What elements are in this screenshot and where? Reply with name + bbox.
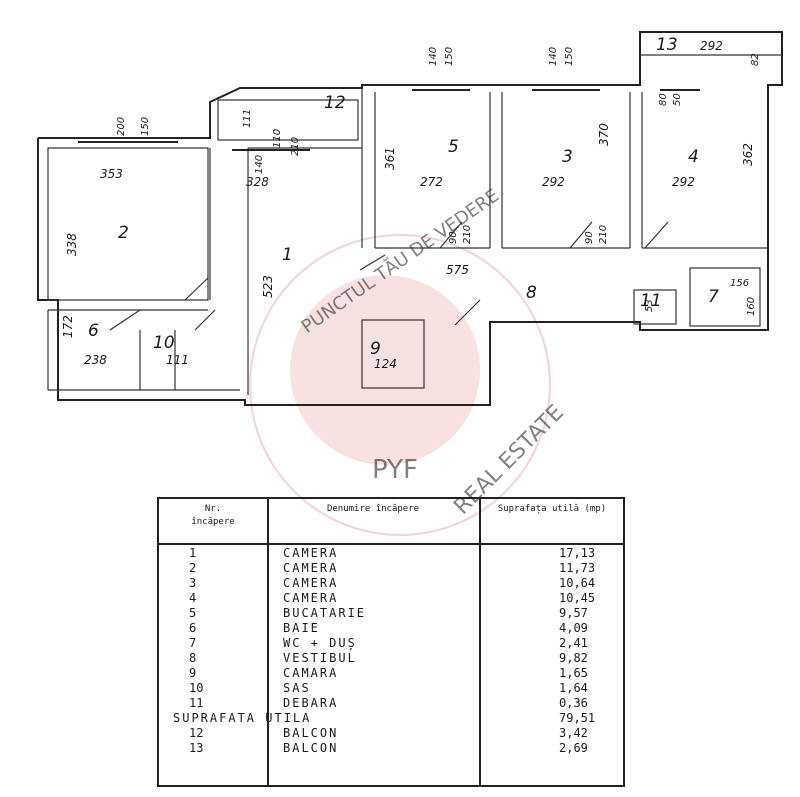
dim: 338 [65,233,79,256]
dim: 50 [672,93,683,106]
dim: 150 [140,117,151,136]
dim: 150 [444,47,455,66]
dim: 160 [746,297,757,316]
room-13: 13 [656,35,678,55]
dim: 156 [730,278,749,289]
room-12: 12 [324,93,346,113]
room-4: 4 [688,147,699,167]
dim: 80 [658,93,669,106]
dim: 90 [584,231,595,244]
header-area-unit: (mp) [584,504,607,514]
dim: 361 [383,147,397,170]
dim: 140 [428,47,439,66]
room-numbers: 1 2 3 4 5 6 7 8 9 10 11 12 13 [88,35,719,359]
dim: 172 [61,315,75,338]
header-name: Denumire încăpere [267,503,479,539]
dim: 523 [261,275,275,298]
dim: 328 [246,175,269,189]
walls [37,31,783,406]
total-value: 79,51 [559,711,596,725]
header-nr: Nr. încăpere [159,503,267,539]
room-10: 10 [153,333,175,353]
dim: 210 [598,225,609,244]
dim: 111 [166,353,189,367]
dim: 111 [242,109,253,128]
room-7: 7 [708,287,719,307]
header-nr-sub: încăpere [191,517,235,527]
dimensions: 200 150 353 338 111 140 110 210 328 140 … [61,39,761,371]
dim: 370 [597,123,611,146]
dim: 150 [564,47,575,66]
room-1: 1 [282,245,293,265]
dim: 362 [741,143,755,166]
dim: 124 [374,357,397,371]
dim: 210 [462,225,473,244]
room-6: 6 [88,321,99,341]
room-schedule-table: Nr. încăpere Denumire încăpere Suprafața… [157,497,625,787]
dim: 292 [700,39,723,53]
header-area: Suprafața utilă (mp) [479,503,625,539]
header-nr-label: Nr. [204,504,222,514]
dim: 140 [548,47,559,66]
room-11: 11 [640,291,662,311]
header-name-label: Denumire încăpere [326,504,420,514]
dim: 575 [446,263,469,277]
dim: 210 [290,137,301,156]
dim: 200 [116,117,127,136]
dim: 292 [672,175,695,189]
room-8: 8 [526,283,537,303]
divider [267,499,269,785]
total-row: SUPRAFATA UTILA 79,51 [159,711,623,726]
dim: 53 [644,299,655,312]
divider [479,499,481,785]
room-3: 3 [562,147,573,167]
watermark: PYF PUNCTUL TĂU DE VEDERE REAL ESTATE [249,184,569,536]
dim: 140 [254,155,265,174]
dim: 82 [750,53,761,66]
watermark-brand: PYF [372,455,418,485]
header-area-label: Suprafața utilă [497,504,580,514]
dim: 292 [542,175,565,189]
room-9: 9 [370,339,381,359]
dim: 90 [448,231,459,244]
room-5: 5 [448,137,459,157]
dim: 272 [420,175,443,189]
dim: 110 [272,129,283,148]
room-2: 2 [118,223,129,243]
divider [159,543,623,545]
dim: 353 [100,167,123,181]
total-label: SUPRAFATA UTILA [173,711,312,725]
dim: 238 [84,353,107,367]
